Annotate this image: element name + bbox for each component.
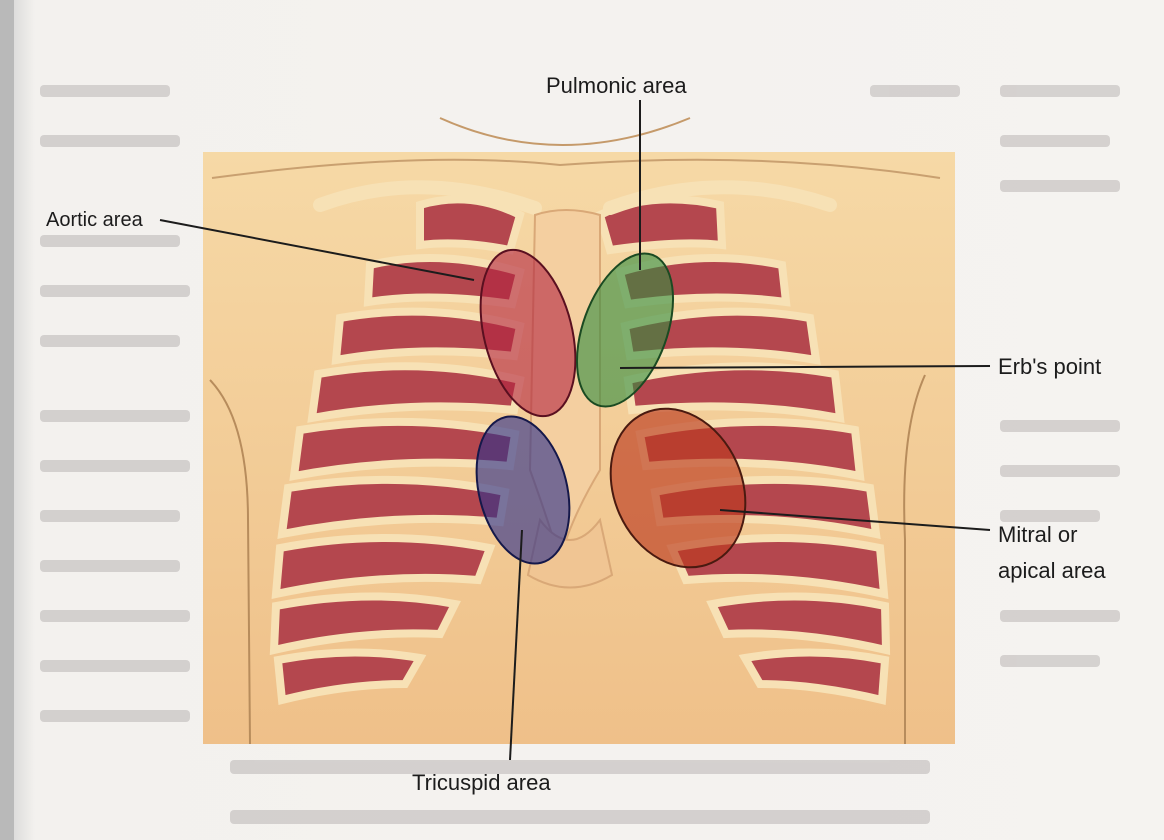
mitral-area-label-line2: apical area <box>998 558 1106 583</box>
pulmonic-area-label: Pulmonic area <box>546 73 687 98</box>
tricuspid-area-label: Tricuspid area <box>412 770 551 795</box>
page-left-edge <box>0 0 14 840</box>
mitral-area-label-line1: Mitral or <box>998 522 1077 547</box>
aortic-area-label: Aortic area <box>46 209 144 231</box>
erbs-point-label: Erb's point <box>998 354 1101 379</box>
